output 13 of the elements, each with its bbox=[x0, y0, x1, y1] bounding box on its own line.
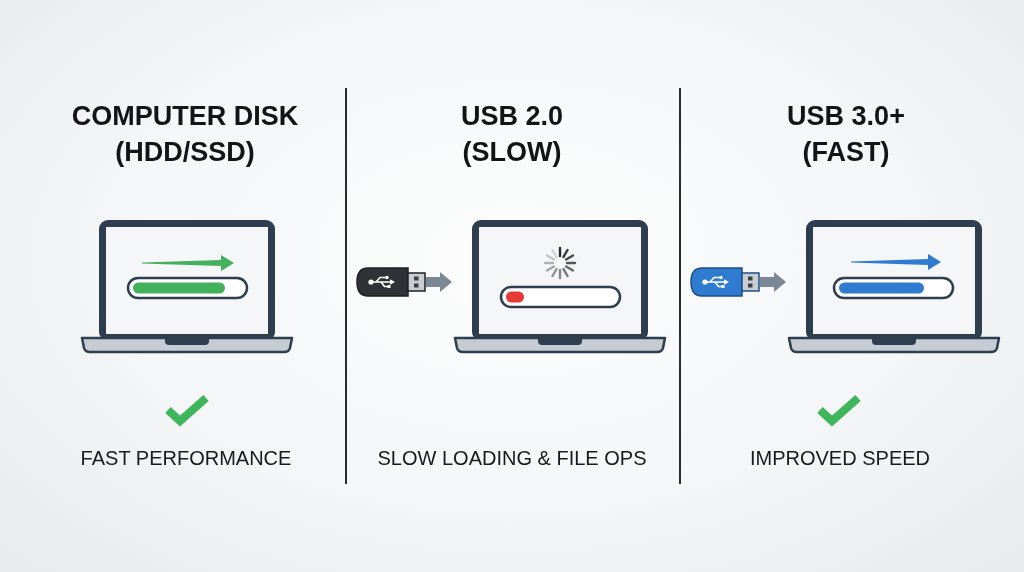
caption-text: IMPROVED SPEED bbox=[748, 446, 931, 471]
caption-text: SLOW LOADING & FILE OPS bbox=[376, 446, 648, 471]
panel-heading: USB 2.0 (SLOW) bbox=[459, 100, 564, 169]
caption-text: FAST PERFORMANCE bbox=[79, 446, 293, 471]
laptop bbox=[786, 220, 1002, 354]
usb-flash-drive bbox=[356, 267, 426, 297]
laptop bbox=[452, 220, 668, 354]
arrow bbox=[426, 272, 452, 292]
usb-flash-drive bbox=[690, 267, 760, 297]
panel-heading: USB 3.0+ (FAST) bbox=[786, 100, 906, 169]
arrow bbox=[760, 272, 786, 292]
laptop bbox=[79, 220, 295, 354]
panel-heading: COMPUTER DISK (HDD/SSD) bbox=[70, 100, 300, 169]
